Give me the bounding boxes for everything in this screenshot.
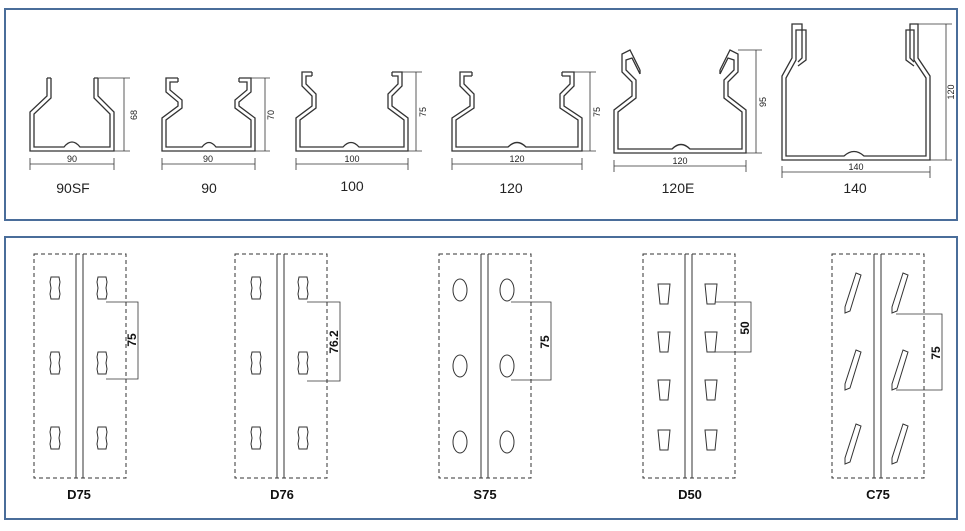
upright-c75 xyxy=(831,253,943,479)
profile-90sf-shape xyxy=(29,77,115,152)
profile-120-width: 120 xyxy=(509,154,524,164)
profile-140-shape xyxy=(781,23,931,161)
profile-90-label: 90 xyxy=(201,180,217,196)
upright-d50 xyxy=(642,253,752,479)
upright-d75 xyxy=(33,253,139,479)
profile-120e-width: 120 xyxy=(672,156,687,166)
profile-140-width: 140 xyxy=(848,162,863,172)
profile-90-shape xyxy=(161,77,256,152)
pattern-s75-label: S75 xyxy=(473,487,496,502)
profile-120-shape xyxy=(451,71,583,152)
profile-100-width: 100 xyxy=(344,154,359,164)
profile-90sf-label: 90SF xyxy=(56,180,89,196)
profile-100-shape xyxy=(295,71,409,152)
upright-s75 xyxy=(438,253,552,479)
profile-120e-shape xyxy=(613,49,747,154)
hole-patterns-drawing: 75 76.2 75 50 75 D75 D76 S75 D50 C75 xyxy=(33,253,943,502)
pitch-d76: 76.2 xyxy=(327,330,341,354)
profile-90-height: 70 xyxy=(266,110,276,120)
pattern-d75-label: D75 xyxy=(67,487,91,502)
profile-120-label: 120 xyxy=(499,180,523,196)
profile-90sf-width: 90 xyxy=(67,154,77,164)
profile-140-label: 140 xyxy=(843,180,867,196)
pitch-d75: 75 xyxy=(125,333,139,347)
pattern-d50-label: D50 xyxy=(678,487,702,502)
profile-120e-height: 95 xyxy=(758,97,768,107)
profile-140-height: 120 xyxy=(946,84,956,99)
profile-120e-label: 120E xyxy=(662,180,695,196)
pitch-s75: 75 xyxy=(538,335,552,349)
profile-100-height: 75 xyxy=(418,107,428,117)
pattern-d76-label: D76 xyxy=(270,487,294,502)
pitch-d50: 50 xyxy=(738,321,752,335)
pattern-c75-label: C75 xyxy=(866,487,890,502)
upright-d76 xyxy=(234,253,341,479)
profiles-panel: 90 68 90 70 100 75 120 75 120 95 140 120… xyxy=(4,8,958,221)
profile-90sf-height: 68 xyxy=(129,110,139,120)
hole-patterns-panel: 75 76.2 75 50 75 D75 D76 S75 D50 C75 xyxy=(4,236,958,520)
profile-90-width: 90 xyxy=(203,154,213,164)
profile-100-label: 100 xyxy=(340,178,364,194)
profile-120-height: 75 xyxy=(592,107,602,117)
profiles-drawing: 90 68 90 70 100 75 120 75 120 95 140 120… xyxy=(29,23,956,196)
pitch-c75: 75 xyxy=(929,346,943,360)
